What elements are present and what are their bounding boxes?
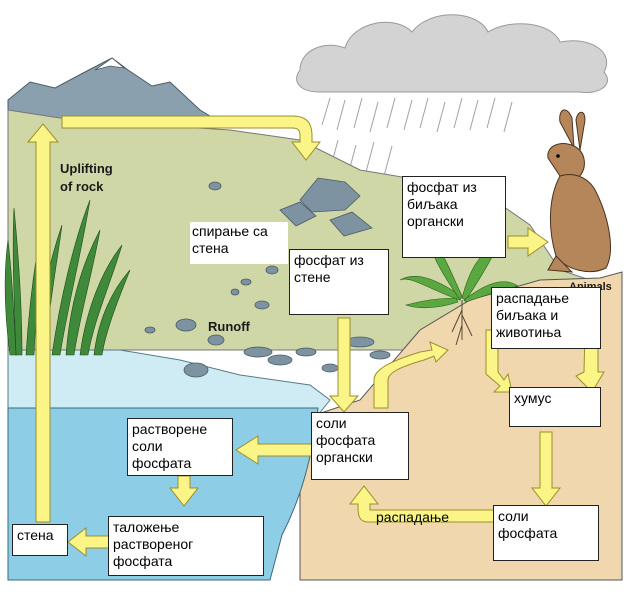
weathering-label-line1: спирање са <box>192 223 268 239</box>
rock-phosphate-line1: фосфат из <box>294 252 364 268</box>
runoff-label: Runoff <box>208 319 250 334</box>
rock-text: стена <box>17 527 54 543</box>
organic-salts-line2: фосфата <box>316 432 376 448</box>
dissolved-line3: фосфата <box>132 455 192 471</box>
arrow-to-animals <box>507 227 549 257</box>
uplifting-label-line2: of rock <box>60 179 104 194</box>
arrow-return <box>348 485 495 523</box>
dissolved-salts-label: растворене соли фосфата <box>127 418 233 476</box>
arrow-to-dissolved <box>235 435 313 465</box>
rabbit-eye <box>556 154 560 158</box>
rock-label: стена <box>12 524 68 556</box>
arrow-to-rock <box>67 526 113 558</box>
humus-label: хумус <box>509 387 601 427</box>
decay-label: распадање биљака и животиња <box>491 287 601 349</box>
rock-phosphate-label: фосфат из стене <box>289 249 389 315</box>
sedimentation-line1: таложење <box>113 519 180 535</box>
weathering-label-line2: стена <box>192 240 229 256</box>
arrow-humus-down <box>530 431 562 507</box>
plant-roots <box>451 300 473 346</box>
arrow-uplift <box>26 123 60 523</box>
weathering-label: спирање са стена <box>190 222 288 264</box>
uplifting-label: Uplifting of rock <box>60 160 113 196</box>
plant-phosphate-line2: биљака <box>407 196 458 212</box>
rock-phosphate-line2: стене <box>294 269 331 285</box>
phosphate-salts-line1: соли <box>498 508 529 524</box>
decay-line3: животиња <box>496 324 562 340</box>
plant-phosphate-label: фосфат из биљака органски <box>402 176 506 258</box>
rabbit <box>547 109 611 273</box>
phosphate-salts-label: соли фосфата <box>493 505 599 561</box>
humus-text: хумус <box>514 390 552 406</box>
arrow-top <box>61 115 322 161</box>
uplifting-label-line1: Uplifting <box>60 161 113 176</box>
dissolved-line1: растворене <box>132 421 208 437</box>
rain-cloud <box>296 14 608 94</box>
arrow-dissolved-down <box>168 475 200 507</box>
sedimentation-line2: раствореног <box>113 536 194 552</box>
decay-line2: биљака и <box>496 307 559 323</box>
sedimentation-label: таложење раствореног фосфата <box>108 516 264 576</box>
plant-phosphate-line3: органски <box>407 213 464 229</box>
rocks <box>144 177 391 378</box>
cycle-arrows <box>26 115 605 558</box>
decomposition-label: распадање <box>376 509 450 525</box>
plant-phosphate-line1: фосфат из <box>407 179 477 195</box>
decay-line1: распадање <box>496 290 570 306</box>
phosphate-salts-line2: фосфата <box>498 525 558 541</box>
dissolved-line2: соли <box>132 438 163 454</box>
arrow-rock-phosphate-down <box>328 317 360 413</box>
organic-salts-label: соли фосфата органски <box>311 412 409 480</box>
sedimentation-line3: фосфата <box>113 553 173 569</box>
organic-salts-line1: соли <box>316 415 347 431</box>
arrow-salts-to-plant <box>373 341 449 409</box>
organic-salts-line3: органски <box>316 449 373 465</box>
